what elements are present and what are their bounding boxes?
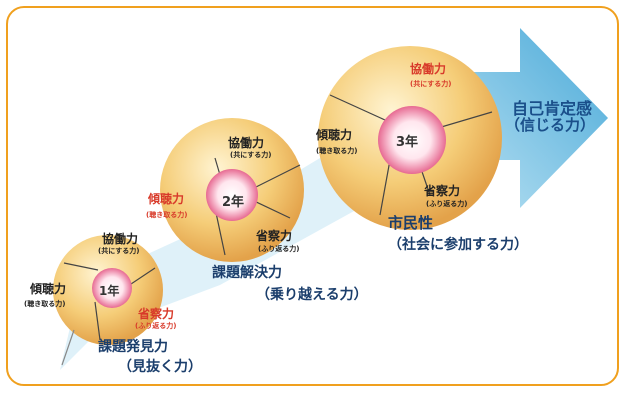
sphere-year-2 bbox=[160, 118, 304, 262]
stage3-outcome-sub: （社会に参加する力） bbox=[388, 237, 528, 253]
year-3-label: 3年 bbox=[396, 135, 419, 150]
goal-title: 自己肯定感 bbox=[512, 99, 593, 118]
stage3-keicho-label: 傾聴力 bbox=[316, 128, 353, 142]
stage2-shosatsu-sub: (ふり返る力) bbox=[258, 245, 300, 253]
stage2-keicho-sub: (聴き取る力) bbox=[146, 211, 188, 219]
stage2-shosatsu-label: 省察力 bbox=[256, 229, 293, 243]
sphere-year-1 bbox=[53, 235, 163, 366]
stage1-kyodo-label: 協働力 bbox=[102, 232, 139, 246]
stage1-kyodo-sub: (共にする力) bbox=[98, 247, 140, 255]
stage2-outcome: 課題解決力 bbox=[212, 265, 282, 281]
year-2-label: 2年 bbox=[222, 195, 245, 210]
goal-subtitle: （信じる力） bbox=[505, 116, 596, 134]
stage3-kyodo-sub: (共にする力) bbox=[410, 80, 452, 88]
stage2-keicho-label: 傾聴力 bbox=[148, 192, 185, 206]
stage3-kyodo-label: 協働力 bbox=[410, 62, 447, 76]
stage1-keicho-sub: (聴き取る力) bbox=[24, 300, 66, 308]
stage3-keicho-sub: (聴き取る力) bbox=[316, 147, 358, 155]
goal-arrow bbox=[440, 28, 608, 208]
stage1-shosatsu-label: 省察力 bbox=[138, 307, 175, 321]
stage1-shosatsu-sub: (ふり返る力) bbox=[135, 322, 177, 330]
stage2-kyodo-sub: (共にする力) bbox=[230, 151, 272, 159]
stage2-outcome-sub: （乗り越える力） bbox=[256, 287, 368, 303]
stage3-outcome: 市民性 bbox=[388, 214, 434, 232]
sphere-year-3 bbox=[318, 46, 502, 230]
stage3-shosatsu-sub: (ふり返る力) bbox=[426, 200, 468, 208]
stage2-kyodo-label: 協働力 bbox=[228, 136, 265, 150]
stage1-outcome: 課題発見力 bbox=[98, 339, 168, 355]
stage1-outcome-sub: （見抜く力） bbox=[118, 359, 202, 375]
stage3-shosatsu-label: 省察力 bbox=[424, 184, 461, 198]
year-1-label: 1年 bbox=[99, 284, 120, 298]
stage1-keicho-label: 傾聴力 bbox=[30, 282, 67, 296]
